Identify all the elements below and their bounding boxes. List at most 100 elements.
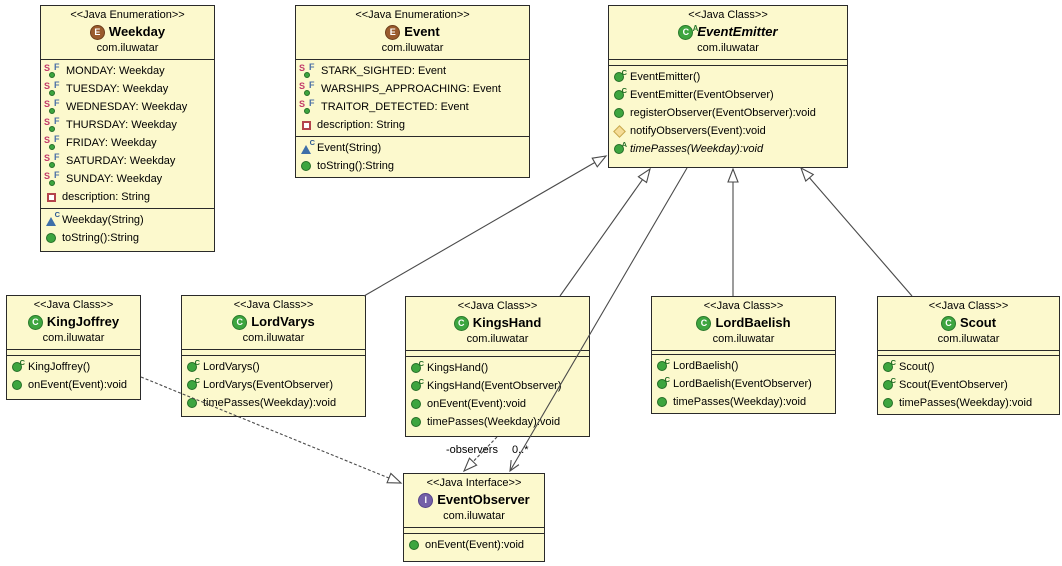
- fields-compartment: [652, 350, 835, 354]
- stereotype: <<Java Class>>: [233, 299, 314, 311]
- method-row: registerObserver(EventObserver):void: [609, 104, 847, 122]
- edge-kingshand-extends-eventemitter[interactable]: [559, 167, 651, 297]
- class-name-row: C Scout: [881, 314, 1056, 332]
- method-row: timePasses(Weekday):void: [878, 394, 1059, 412]
- constructor-icon: C: [881, 358, 896, 374]
- stereotype: <<Java Class>>: [457, 300, 538, 312]
- method-row: toString():String: [296, 157, 529, 175]
- public-method-icon: [409, 398, 423, 411]
- methods-compartment: onEvent(Event):void: [404, 533, 544, 561]
- class-header: <<Java Class>> C LordBaelish com.iluwata…: [652, 297, 835, 350]
- package-name: com.iluwatar: [96, 42, 159, 54]
- class-name-row: E Event: [299, 23, 526, 41]
- class-name-row: C KingJoffrey: [10, 313, 137, 331]
- class-header: <<Java Enumeration>> E Event com.iluwata…: [296, 6, 529, 59]
- method-row: onEvent(Event):void: [406, 395, 589, 413]
- class-name-row: C LordVarys: [185, 313, 362, 331]
- association-role-label: -observers: [446, 444, 498, 456]
- class-name: LordVarys: [251, 314, 315, 329]
- class-box-kingjoffrey[interactable]: <<Java Class>> C KingJoffrey com.iluwata…: [6, 295, 141, 400]
- fields-compartment: [404, 527, 544, 533]
- package-name: com.iluwatar: [381, 42, 444, 54]
- class-box-event[interactable]: <<Java Enumeration>> E Event com.iluwata…: [295, 5, 530, 178]
- interface-icon: I: [418, 492, 434, 508]
- package-name: com.iluwatar: [697, 42, 759, 54]
- field-row: description: String: [41, 188, 214, 206]
- class-box-weekday[interactable]: <<Java Enumeration>> E Weekday com.iluwa…: [40, 5, 215, 252]
- class-header: <<Java Class>> C KingJoffrey com.iluwata…: [7, 296, 140, 349]
- method-row: notifyObservers(Event):void: [609, 122, 847, 140]
- class-icon: C: [940, 315, 956, 331]
- class-name: Weekday: [108, 24, 166, 39]
- class-icon: C: [453, 315, 469, 331]
- interface-box-eventobserver[interactable]: <<Java Interface>> I EventObserver com.i…: [403, 473, 545, 562]
- class-name: EventEmitter: [697, 24, 778, 39]
- class-box-lordvarys[interactable]: <<Java Class>> C LordVarys com.iluwatar …: [181, 295, 366, 417]
- abstract-method-icon: A: [612, 140, 627, 156]
- method-row: timePasses(Weekday):void: [182, 394, 365, 412]
- private-field-icon: [299, 119, 313, 132]
- public-method-icon: [655, 396, 669, 409]
- public-method-icon: [409, 416, 423, 429]
- class-name-row: E Weekday: [44, 23, 211, 41]
- class-box-kingshand[interactable]: <<Java Class>> C KingsHand com.iluwatar …: [405, 296, 590, 437]
- constructor-icon: C: [409, 359, 424, 375]
- class-icon: C: [232, 314, 248, 330]
- fields-compartment: [406, 350, 589, 356]
- class-name: LordBaelish: [715, 315, 791, 330]
- class-box-lordbaelish[interactable]: <<Java Class>> C LordBaelish com.iluwata…: [651, 296, 836, 414]
- constructor-icon: C: [655, 375, 670, 391]
- class-name: KingJoffrey: [46, 314, 120, 329]
- constructor-icon: C: [185, 376, 200, 392]
- package-name: com.iluwatar: [42, 332, 105, 344]
- edge-scout-extends-eventemitter[interactable]: [799, 166, 913, 297]
- package-name: com.iluwatar: [712, 333, 775, 345]
- public-method-icon: [299, 160, 313, 173]
- constructor-icon: C: [10, 358, 25, 374]
- method-row: onEvent(Event):void: [404, 536, 544, 554]
- class-header: <<Java Interface>> I EventObserver com.i…: [404, 474, 544, 527]
- enum-icon: E: [385, 24, 401, 40]
- class-header: <<Java Class>> C LordVarys com.iluwatar: [182, 296, 365, 349]
- package-name: com.iluwatar: [242, 332, 305, 344]
- constructor-icon: C: [655, 357, 670, 373]
- stereotype: <<Java Class>>: [928, 300, 1009, 312]
- stereotype: <<Java Class>>: [703, 300, 784, 312]
- enum-icon: E: [89, 24, 105, 40]
- method-row: timePasses(Weekday):void: [652, 393, 835, 411]
- method-row: toString():String: [41, 229, 214, 247]
- public-method-icon: [881, 397, 895, 410]
- class-icon: C: [696, 315, 712, 331]
- method-row: timePasses(Weekday):void: [406, 413, 589, 431]
